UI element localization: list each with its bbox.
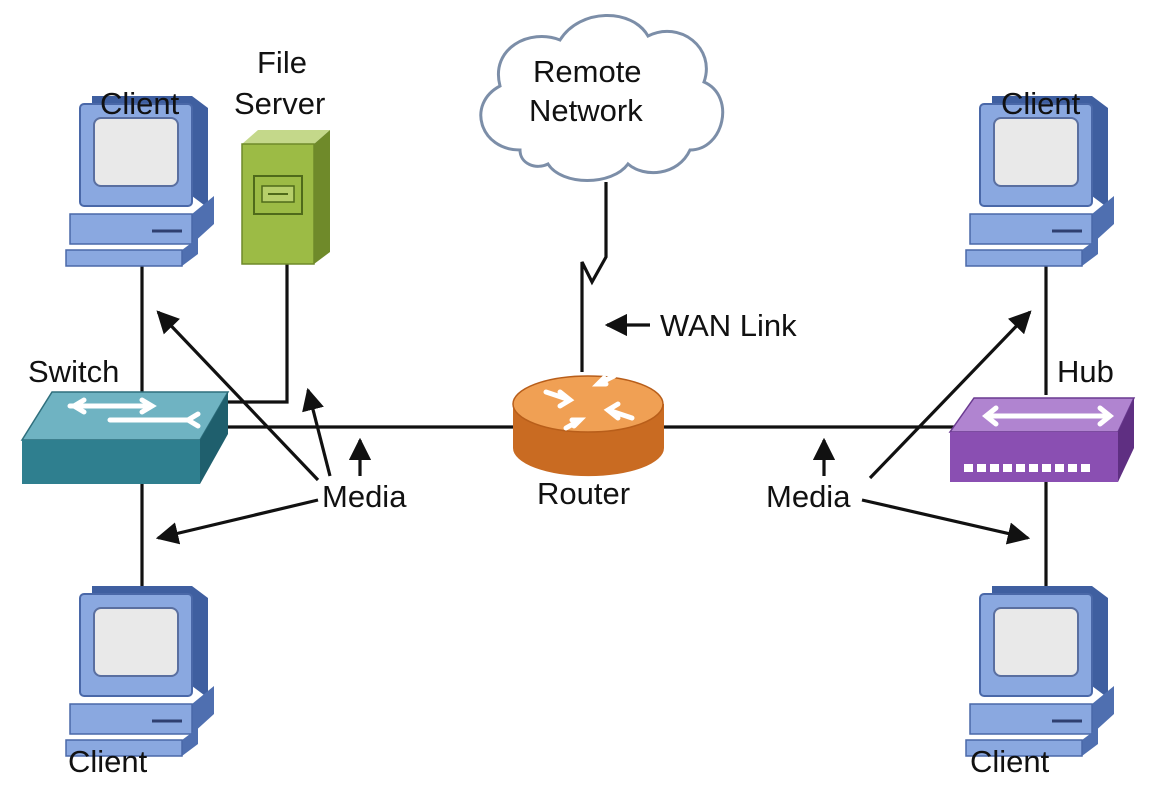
media-arrow-to-client-tr [868, 310, 1032, 480]
switch-label: Switch [28, 354, 119, 389]
media-arrow-to-client-tl [156, 310, 320, 482]
media-arrow-to-client-br [861, 498, 1031, 545]
client-top-left-label: Client [100, 86, 180, 121]
link-server-switch [228, 262, 289, 404]
media-right-label: Media [766, 479, 851, 514]
client-bottom-right-label: Client [970, 744, 1050, 779]
client-top-right-label: Client [1001, 86, 1081, 121]
computer-icon [64, 584, 216, 758]
media-arrow-to-client-bl [155, 498, 319, 545]
file-server-label-line2: Server [234, 86, 325, 121]
cloud-icon [479, 14, 725, 182]
wan-link-line [580, 182, 608, 372]
media-arrow-to-server [302, 387, 332, 477]
wan-link-label: WAN Link [660, 308, 797, 343]
computer-icon [64, 94, 216, 268]
router-icon [512, 373, 664, 477]
switch-icon [20, 391, 230, 484]
remote-network-label-line1: Remote [533, 54, 642, 89]
hub-label: Hub [1057, 354, 1114, 389]
media-left-label: Media [322, 479, 407, 514]
router-label: Router [537, 476, 630, 511]
computer-icon [964, 94, 1116, 268]
remote-network-label-line2: Network [529, 93, 643, 128]
hub-icon [948, 397, 1136, 482]
server-icon [241, 130, 330, 265]
file-server-label-line1: File [257, 45, 307, 80]
client-bottom-left-label: Client [68, 744, 148, 779]
computer-icon [964, 584, 1116, 758]
